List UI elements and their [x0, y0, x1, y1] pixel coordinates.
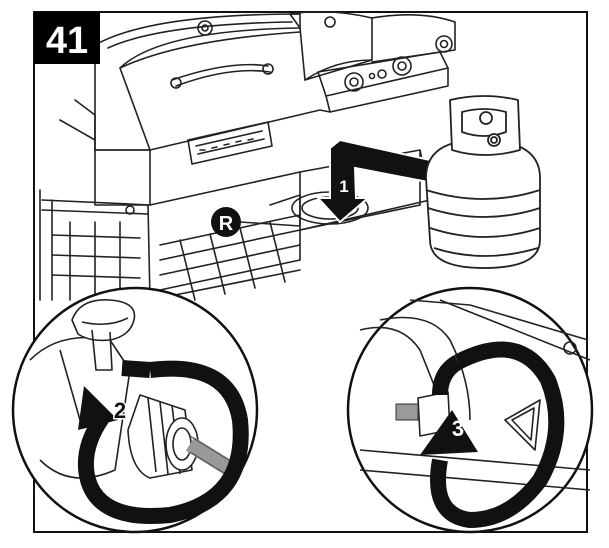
reference-label: R [219, 213, 234, 235]
step-1-label: 1 [339, 177, 348, 196]
step-number: 41 [46, 20, 88, 62]
step-number-badge: 41 [34, 12, 100, 64]
reference-callout: R [211, 207, 301, 237]
step-2-label: 2 [114, 398, 126, 423]
detail-circle-tank-valve: 3 [346, 286, 594, 534]
propane-tank [425, 95, 541, 269]
detail-circle-valve-connector: 2 [11, 286, 259, 534]
step-3-label: 3 [452, 416, 464, 441]
